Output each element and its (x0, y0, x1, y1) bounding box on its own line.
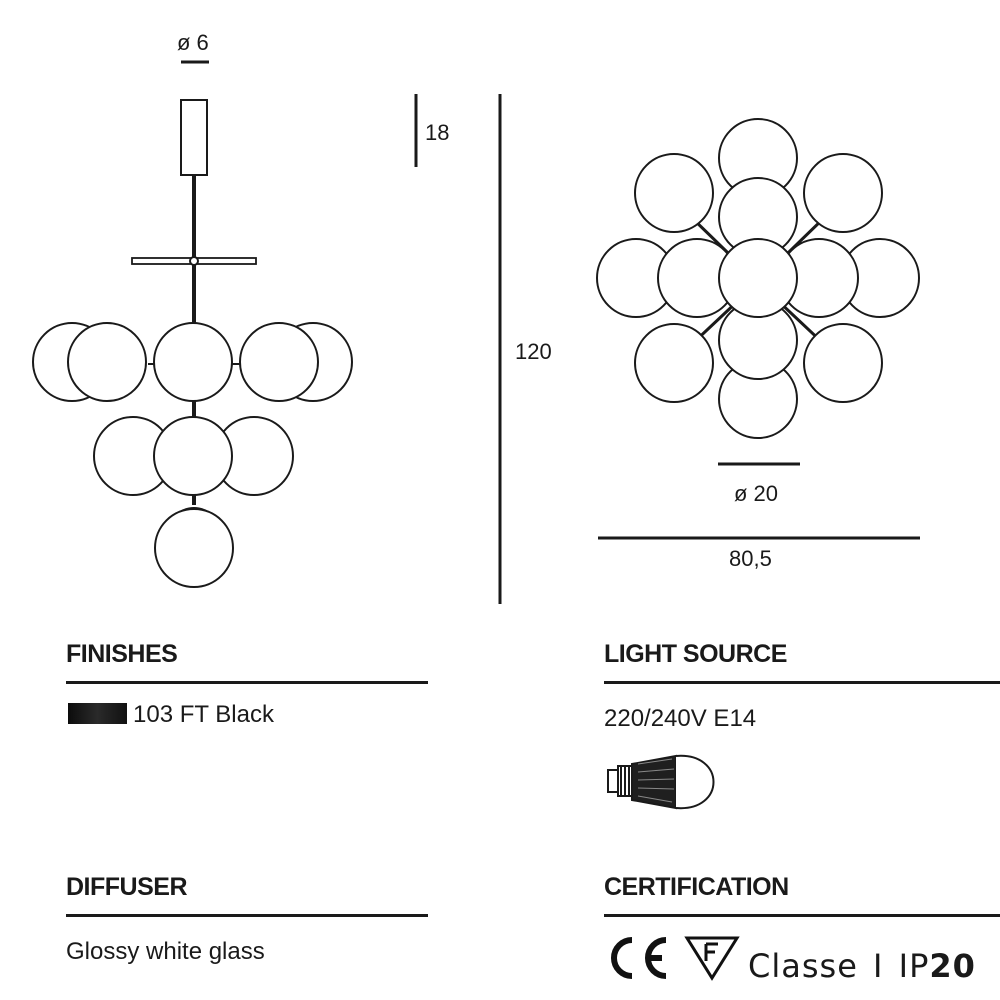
diffuser-divider (66, 914, 428, 917)
certification-divider (604, 914, 1000, 917)
light-source-title: LIGHT SOURCE (604, 640, 787, 668)
top-view-drawing (596, 118, 920, 439)
finish-swatch-black (68, 703, 127, 724)
canopy-height-label: 18 (425, 120, 450, 145)
ip-prefix: IP (898, 947, 930, 985)
finish-label: 103 FT Black (133, 701, 274, 728)
light-source-spec: 220/240V E14 (604, 705, 757, 732)
led-bulb-icon (607, 754, 715, 810)
class-separator: I (873, 947, 884, 985)
light-source-divider (604, 681, 1000, 684)
technical-drawing (32, 60, 920, 604)
canopy (180, 99, 208, 176)
f-triangle-icon (684, 936, 740, 981)
diffuser-material: Glossy white glass (66, 938, 265, 965)
total-width-label: 80,5 (729, 546, 772, 571)
finishes-title: FINISHES (66, 640, 178, 668)
diffuser-title: DIFFUSER (66, 873, 188, 901)
canopy-diameter-label: ø 6 (177, 30, 209, 55)
total-height-label: 120 (515, 339, 552, 364)
ip-rating: 20 (929, 947, 976, 985)
class-label: Classe (748, 947, 858, 985)
certification-title: CERTIFICATION (604, 873, 789, 901)
finishes-divider (66, 681, 428, 684)
certification-class-line: Classe I IP20 (748, 947, 976, 985)
ce-mark-icon (611, 937, 667, 979)
globe-diameter-label: ø 20 (734, 481, 779, 506)
side-view-drawing (32, 60, 353, 588)
